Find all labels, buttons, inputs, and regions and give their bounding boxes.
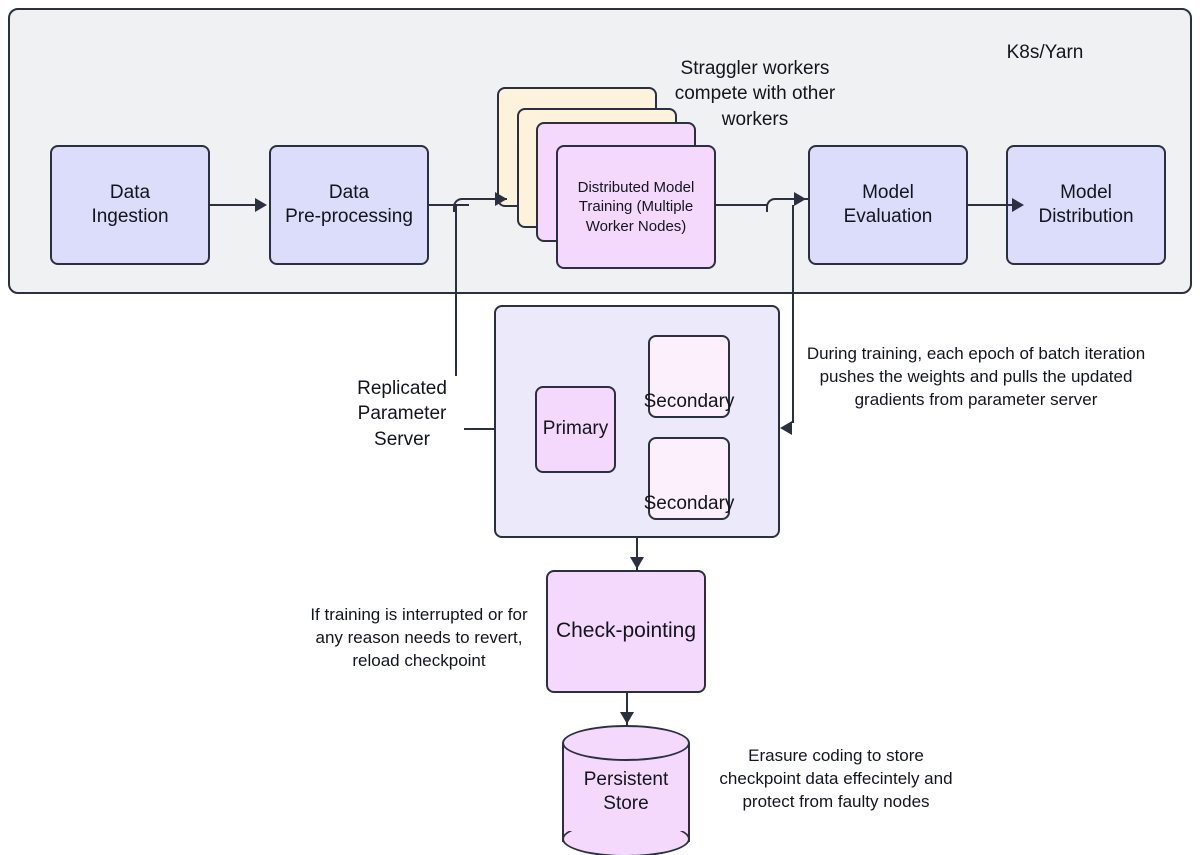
node-model-evaluation[interactable]: Model Evaluation [808, 145, 968, 265]
edge-checkpointing-to-store [626, 693, 628, 725]
annotation-straggler-workers: Straggler workers compete with other wor… [674, 58, 836, 130]
edge-psrv-to-checkpointing [636, 538, 638, 570]
node-secondary-parameter-server-1[interactable]: Secondary [644, 335, 734, 418]
annotation-training-sync: During training, each epoch of batch ite… [806, 344, 1146, 409]
edge-preprocessing-to-training-a [429, 204, 469, 206]
arrowhead-preprocessing-to-training [495, 192, 507, 206]
edge-evaluation-to-distribution [968, 204, 1016, 206]
node-secondary-parameter-server-2[interactable]: Secondary [644, 437, 734, 520]
arrowhead-into-parameter-server [780, 421, 792, 435]
edge-preprocessing-elbow [453, 198, 479, 212]
persistent-store-label: Persistent Store [583, 769, 669, 815]
edge-training-down-to-psrv [792, 205, 794, 423]
k8s-yarn-label: K8s/Yarn [1006, 42, 1084, 63]
edge-ingestion-to-preprocessing [210, 204, 257, 206]
annotation-checkpoint-reload: If training is interrupted or for any re… [310, 605, 528, 670]
edge-preprocessing-to-training-b [469, 198, 507, 200]
arrowhead-checkpointing-to-store [620, 712, 634, 724]
edge-training-elbow [766, 198, 794, 212]
cylinder-top-ellipse [562, 725, 690, 761]
node-model-distribution[interactable]: Model Distribution [1006, 145, 1166, 265]
annotation-erasure-coding: Erasure coding to store checkpoint data … [719, 746, 953, 811]
arrowhead-evaluation-to-distribution [1012, 198, 1024, 212]
arrowhead-ingestion-to-preprocessing [255, 198, 267, 212]
node-data-ingestion[interactable]: Data Ingestion [50, 145, 210, 265]
node-distributed-model-training[interactable]: Distributed Model Training (Multiple Wor… [556, 145, 716, 269]
arrowhead-training-to-evaluation [794, 192, 806, 206]
edge-training-to-evaluation-a [716, 204, 768, 206]
node-data-preprocessing[interactable]: Data Pre-processing [269, 145, 429, 265]
node-check-pointing[interactable]: Check-pointing [546, 570, 706, 693]
node-primary-parameter-server[interactable]: Primary [535, 386, 616, 473]
edge-psrv-inbound [471, 428, 501, 430]
parameter-server-label: Replicated Parameter Server [340, 376, 464, 453]
arrowhead-psrv-to-checkpointing [630, 557, 644, 569]
node-persistent-store[interactable]: Persistent Store [562, 725, 690, 855]
cylinder-body-fill [562, 751, 690, 831]
edge-preprocessing-down-to-psrv [455, 205, 457, 420]
